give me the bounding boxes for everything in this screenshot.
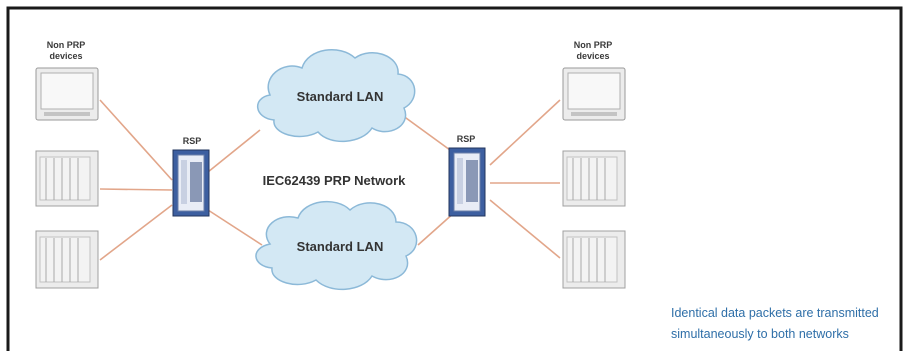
network-label: IEC62439 PRP Network — [262, 173, 406, 188]
link-right-rack-2 — [489, 199, 561, 259]
left-group-label-line-1: Non PRP — [46, 40, 86, 50]
right-rack-device-1 — [562, 150, 626, 207]
frame-border — [6, 6, 903, 351]
caption: Identical data packets are transmitted s… — [671, 303, 879, 345]
right-rsp-switch — [448, 147, 486, 217]
link-left-monitor — [99, 99, 173, 181]
link-right-monitor — [489, 99, 561, 166]
cloud-bottom — [255, 200, 418, 291]
right-group-label-line-1: Non PRP — [573, 40, 613, 50]
left-group-label: Non PRP devices — [30, 40, 102, 62]
right-group-label-line-2: devices — [576, 51, 610, 61]
caption-line-2: simultaneously to both networks — [671, 327, 849, 341]
left-group-label-line-2: devices — [49, 51, 83, 61]
lan-top-label: Standard LAN — [296, 89, 384, 104]
left-switch-label: RSP — [182, 136, 202, 146]
right-switch-label: RSP — [456, 134, 476, 144]
right-group-label: Non PRP devices — [557, 40, 629, 62]
link-left-switch-bottom-lan — [207, 209, 263, 246]
link-left-rack-1 — [99, 188, 173, 191]
left-rsp-switch — [172, 149, 210, 217]
left-rack-device-2 — [35, 230, 99, 289]
left-monitor-device — [35, 67, 99, 121]
link-bottom-lan-right-switch — [417, 211, 456, 246]
right-monitor-device — [562, 67, 626, 121]
left-rack-device-1 — [35, 150, 99, 207]
lan-bottom-label: Standard LAN — [296, 239, 384, 254]
caption-line-1: Identical data packets are transmitted — [671, 306, 879, 320]
cloud-top — [257, 49, 416, 143]
link-left-switch-top-lan — [207, 129, 261, 173]
right-rack-device-2 — [562, 230, 626, 289]
link-left-rack-2 — [99, 204, 173, 261]
